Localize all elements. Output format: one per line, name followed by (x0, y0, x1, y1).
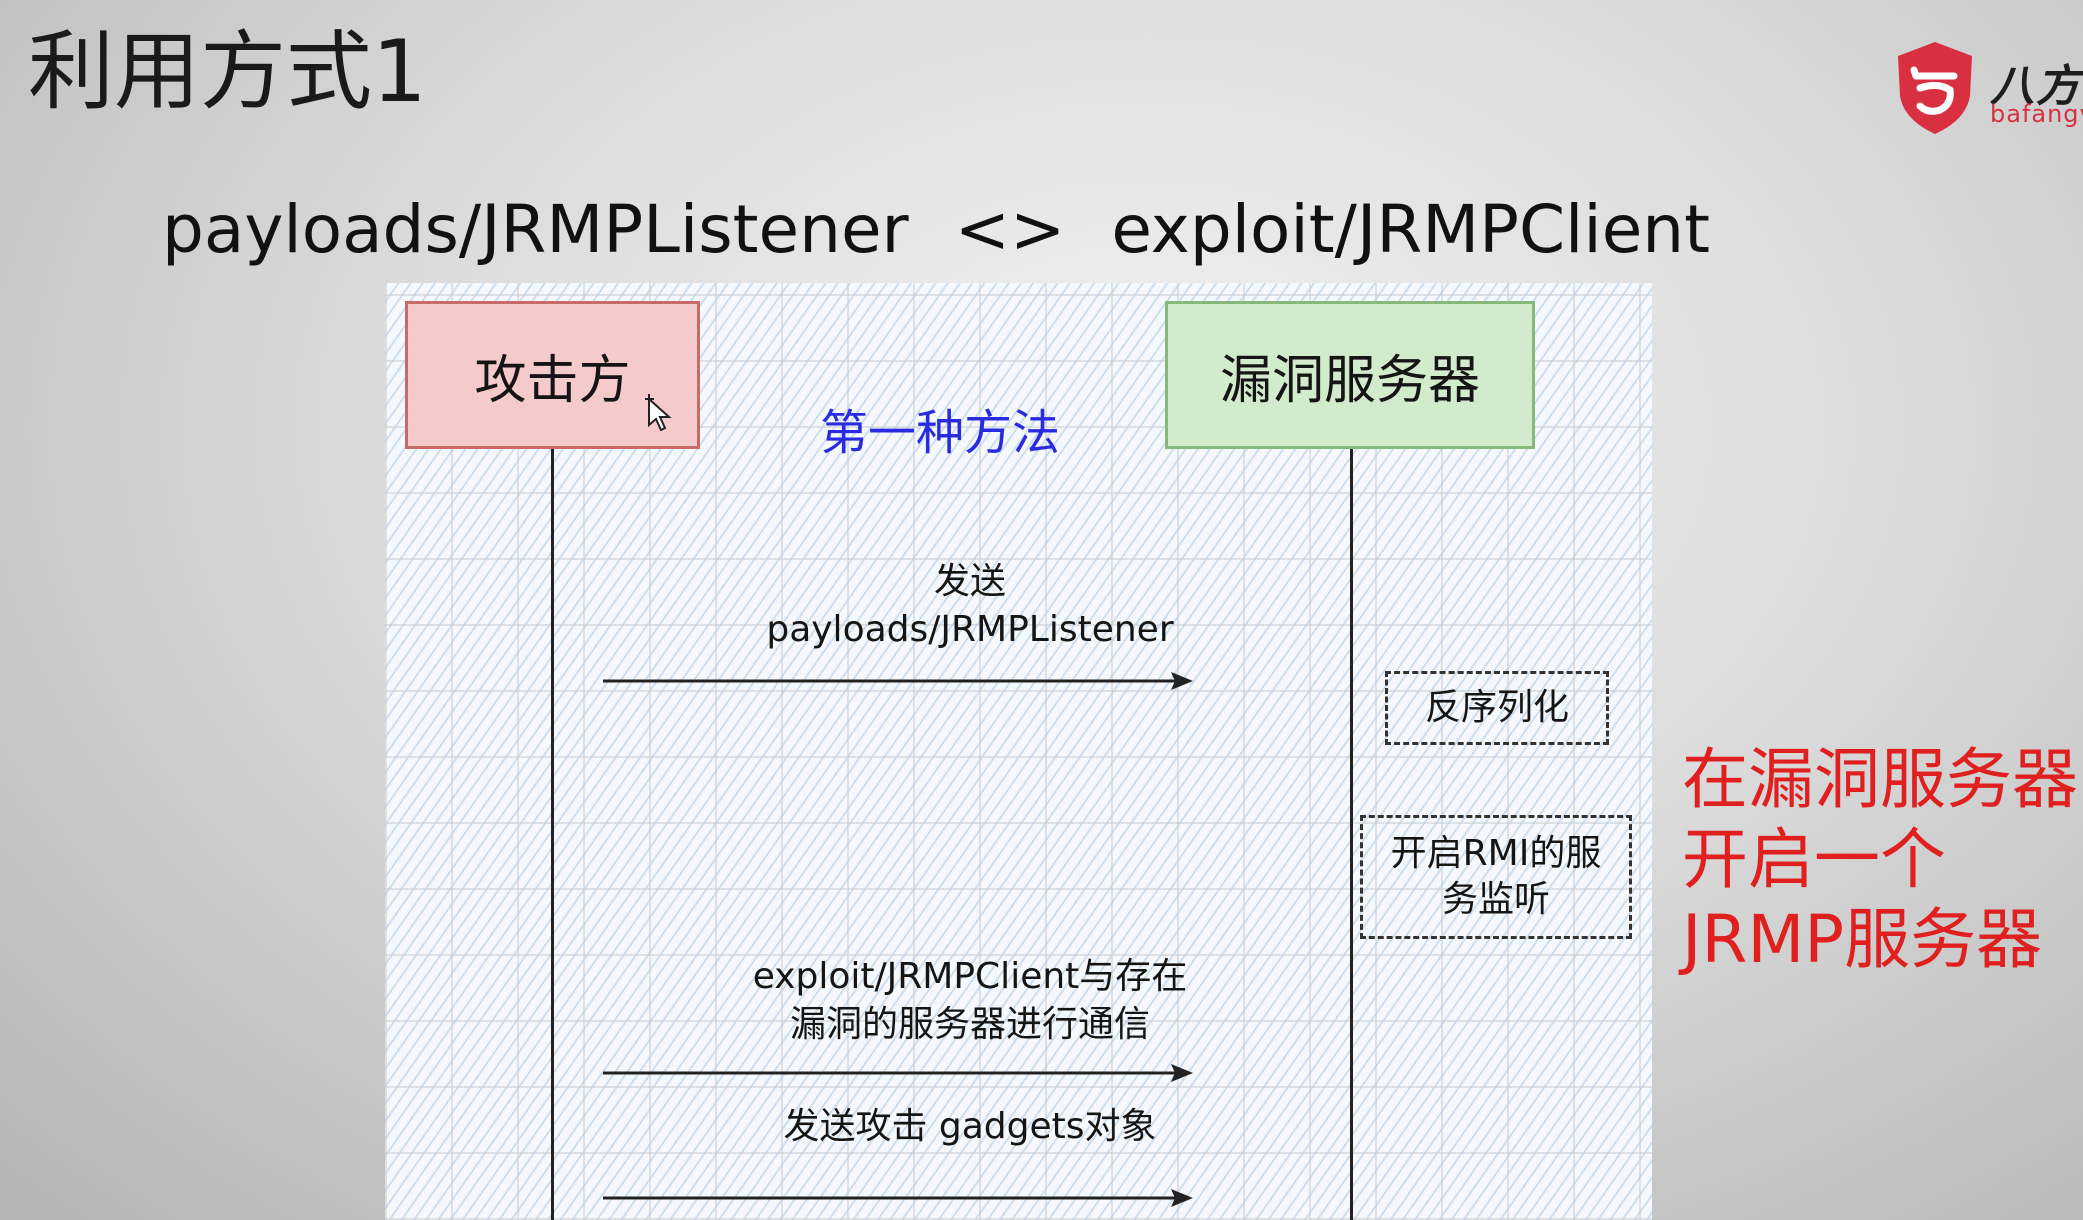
subtitle-separator: <> (954, 191, 1066, 268)
annotation-line: 在漏洞服务器 (1682, 741, 2078, 818)
note-deserialize: 反序列化 (1385, 671, 1609, 745)
message-label: 发送攻击 gadgets对象 (670, 1103, 1270, 1151)
sequence-diagram: 攻击方 漏洞服务器 第一种方法 发送 payloads/JRMPListener… (385, 283, 1652, 1220)
message-line: 漏洞的服务器进行通信 (789, 1004, 1150, 1045)
lifeline-attacker (551, 449, 554, 1220)
mouse-cursor-icon (645, 394, 672, 432)
message-line: 发送 (933, 561, 1006, 602)
message-arrow (603, 1189, 1193, 1207)
message-label: exploit/JRMPClient与存在 漏洞的服务器进行通信 (670, 953, 1270, 1049)
message-arrow (603, 672, 1193, 690)
message-line: payloads/JRMPListener (766, 609, 1174, 650)
shield-icon (1898, 42, 1972, 134)
message-line: 发送攻击 gadgets对象 (783, 1106, 1157, 1147)
note-rmi-listen: 开启RMI的服 务监听 (1360, 815, 1632, 939)
message-line: exploit/JRMPClient与存在 (752, 956, 1188, 997)
subtitle-right: exploit/JRMPClient (1111, 191, 1711, 268)
slide-title: 利用方式1 (28, 22, 427, 122)
note-line: 务监听 (1441, 879, 1550, 920)
method-title: 第一种方法 (820, 405, 1061, 461)
annotation-line: JRMP服务器 (1682, 901, 2043, 978)
red-annotation: 在漏洞服务器 开启一个 JRMP服务器 (1682, 740, 2078, 980)
logo-name: 八方 (1990, 61, 2082, 112)
logo-subtext: bafangv (1990, 100, 2083, 128)
note-line: 开启RMI的服 (1390, 833, 1602, 874)
subtitle-left: payloads/JRMPListener (162, 191, 909, 268)
message-arrow (603, 1064, 1193, 1082)
lifeline-server (1350, 449, 1353, 1220)
actor-vulnerable-server: 漏洞服务器 (1165, 301, 1535, 449)
slide-subtitle: payloads/JRMPListener <> exploit/JRMPClien… (162, 190, 1710, 270)
note-line: 反序列化 (1424, 687, 1569, 728)
brand-logo: 八方 bafangv (1890, 38, 2083, 138)
message-label: 发送 payloads/JRMPListener (670, 558, 1270, 654)
annotation-line: 开启一个 (1682, 821, 1946, 898)
